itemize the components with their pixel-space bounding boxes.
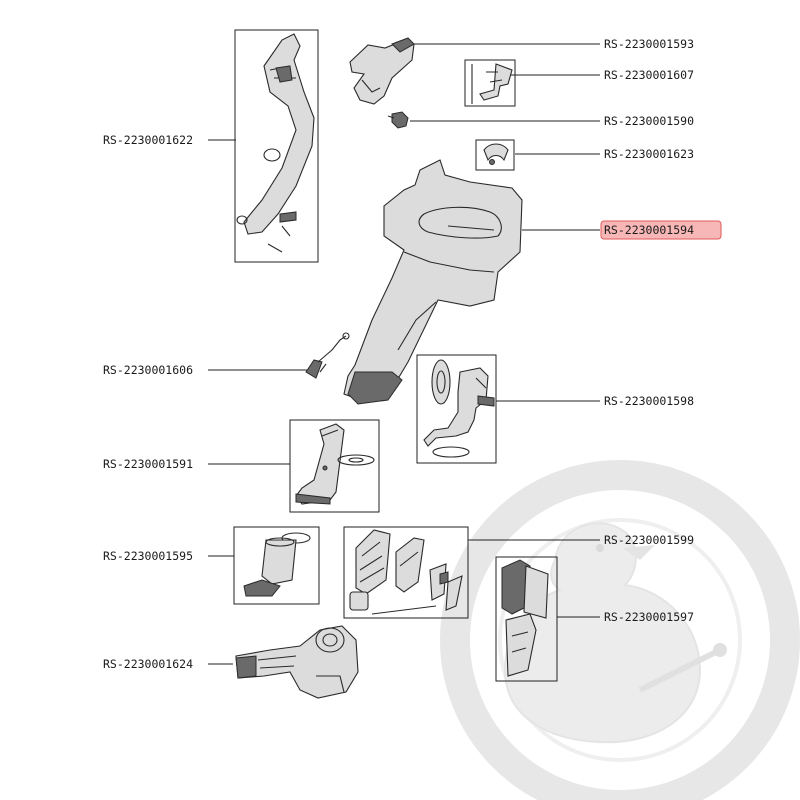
callout-labels: RS-2230001593 RS-2230001607 RS-223000159…: [103, 37, 694, 671]
callout-rs-2230001590[interactable]: RS-2230001590: [604, 114, 694, 128]
part-1591-tube: [289, 419, 380, 513]
part-1599-filter-assembly: [343, 526, 469, 619]
callout-rs-2230001591[interactable]: RS-2230001591: [103, 457, 193, 471]
callout-rs-2230001607[interactable]: RS-2230001607: [604, 68, 694, 82]
part-1597-battery-pack: [495, 556, 558, 682]
part-1598-cyclone-assembly: [416, 354, 497, 464]
callout-rs-2230001624[interactable]: RS-2230001624: [103, 657, 193, 671]
part-1594-handle-body: [343, 159, 523, 405]
leader-lines: [208, 43, 600, 665]
callout-rs-2230001594[interactable]: RS-2230001594: [604, 223, 694, 237]
part-1593-clip: [349, 37, 415, 105]
part-1607-latch: [464, 59, 516, 107]
callout-rs-2230001598[interactable]: RS-2230001598: [604, 394, 694, 408]
callout-rs-2230001593[interactable]: RS-2230001593: [604, 37, 694, 51]
callout-rs-2230001623[interactable]: RS-2230001623: [604, 147, 694, 161]
part-1622-side-cover: [234, 29, 319, 263]
callout-rs-2230001622[interactable]: RS-2230001622: [103, 133, 193, 147]
part-1590-pin: [387, 111, 409, 129]
part-1623-trigger: [475, 139, 515, 171]
part-1624-motor-unit: [235, 625, 359, 699]
callout-rs-2230001595[interactable]: RS-2230001595: [103, 549, 193, 563]
callout-rs-2230001606[interactable]: RS-2230001606: [103, 363, 193, 377]
callout-rs-2230001597[interactable]: RS-2230001597: [604, 610, 694, 624]
part-1606-wire: [305, 332, 350, 379]
selected-part-highlight: [600, 220, 722, 240]
part-1595-motor-housing: [233, 526, 320, 605]
watermark-logo: [440, 460, 800, 800]
callout-rs-2230001599[interactable]: RS-2230001599: [604, 533, 694, 547]
